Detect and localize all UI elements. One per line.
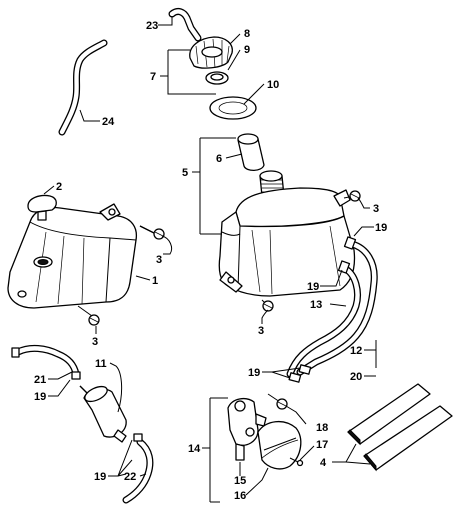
callout-11: 11 bbox=[95, 358, 107, 370]
pad-part-4-upper bbox=[347, 383, 431, 446]
callout-3-tank-upper: 3 bbox=[373, 203, 379, 215]
fuel-hose-part-21 bbox=[11, 344, 81, 380]
screw-part-3-reservoir-lower bbox=[77, 305, 100, 326]
callout-3-reservoir-upper: 3 bbox=[156, 254, 162, 266]
filter-screen-part-10 bbox=[209, 96, 257, 120]
callout-19-bottom: 19 bbox=[94, 471, 106, 483]
callout-16: 16 bbox=[234, 490, 246, 502]
hose-clamp-part-19-lower bbox=[288, 364, 312, 383]
callout-12: 12 bbox=[350, 345, 362, 357]
callout-1: 1 bbox=[152, 275, 158, 287]
callout-8: 8 bbox=[244, 28, 250, 40]
callout-9: 9 bbox=[244, 44, 250, 56]
callout-7: 7 bbox=[150, 71, 156, 83]
leader-lines bbox=[43, 16, 377, 503]
callout-2: 2 bbox=[56, 181, 62, 193]
screw-part-17 bbox=[289, 457, 304, 467]
callout-15: 15 bbox=[234, 475, 246, 487]
fuel-cap-part-8 bbox=[189, 36, 233, 69]
callout-24: 24 bbox=[102, 116, 115, 128]
callout-10: 10 bbox=[267, 79, 279, 91]
fuel-filter-part-11 bbox=[79, 385, 127, 443]
screw-part-3-reservoir-upper bbox=[139, 225, 165, 240]
callout-17: 17 bbox=[316, 439, 328, 451]
reservoir-tank-part-1 bbox=[7, 203, 138, 309]
callout-6: 6 bbox=[216, 153, 222, 165]
hose-clamp-part-19-mid bbox=[337, 260, 351, 274]
screw-part-18 bbox=[267, 393, 288, 410]
vent-hose-part-23 bbox=[168, 7, 202, 42]
callout-labels: 23 8 9 7 10 24 6 5 2 3 19 3 1 19 13 3 3 … bbox=[34, 20, 387, 502]
callout-19-left: 19 bbox=[34, 391, 46, 403]
screw-part-3-tank-upper bbox=[343, 190, 361, 202]
cap-seal-part-9 bbox=[205, 71, 229, 85]
callout-20: 20 bbox=[350, 371, 362, 383]
fuel-valve-part-15 bbox=[227, 397, 267, 461]
callout-19-lower-mid: 19 bbox=[248, 367, 260, 379]
callout-19-tank-right: 19 bbox=[375, 222, 387, 234]
callout-13: 13 bbox=[310, 299, 322, 311]
callout-3-reservoir-lower: 3 bbox=[92, 336, 98, 348]
screw-part-3-tank-lower bbox=[261, 299, 274, 312]
fuel-hose-part-13 bbox=[286, 264, 361, 378]
callout-5: 5 bbox=[182, 167, 188, 179]
callout-18: 18 bbox=[316, 422, 328, 434]
hose-clamp-part-19-upper bbox=[343, 236, 357, 250]
pad-part-4-lower bbox=[363, 405, 453, 472]
callout-14: 14 bbox=[188, 443, 201, 455]
valve-knob-part-16 bbox=[257, 421, 302, 470]
callout-4: 4 bbox=[320, 457, 327, 469]
fuel-tank-part-5 bbox=[218, 170, 356, 297]
callout-23: 23 bbox=[146, 20, 158, 32]
hose-part-24 bbox=[58, 39, 108, 136]
fuel-hose-part-22 bbox=[122, 433, 154, 504]
reservoir-cap-part-2 bbox=[27, 194, 57, 221]
fuel-hose-part-12 bbox=[296, 240, 378, 376]
callout-22: 22 bbox=[124, 471, 136, 483]
callout-21: 21 bbox=[34, 374, 46, 386]
filler-neck-part-6 bbox=[237, 133, 265, 172]
callout-19-tank-mid: 19 bbox=[307, 281, 319, 293]
callout-3-tank-lower: 3 bbox=[258, 325, 264, 337]
